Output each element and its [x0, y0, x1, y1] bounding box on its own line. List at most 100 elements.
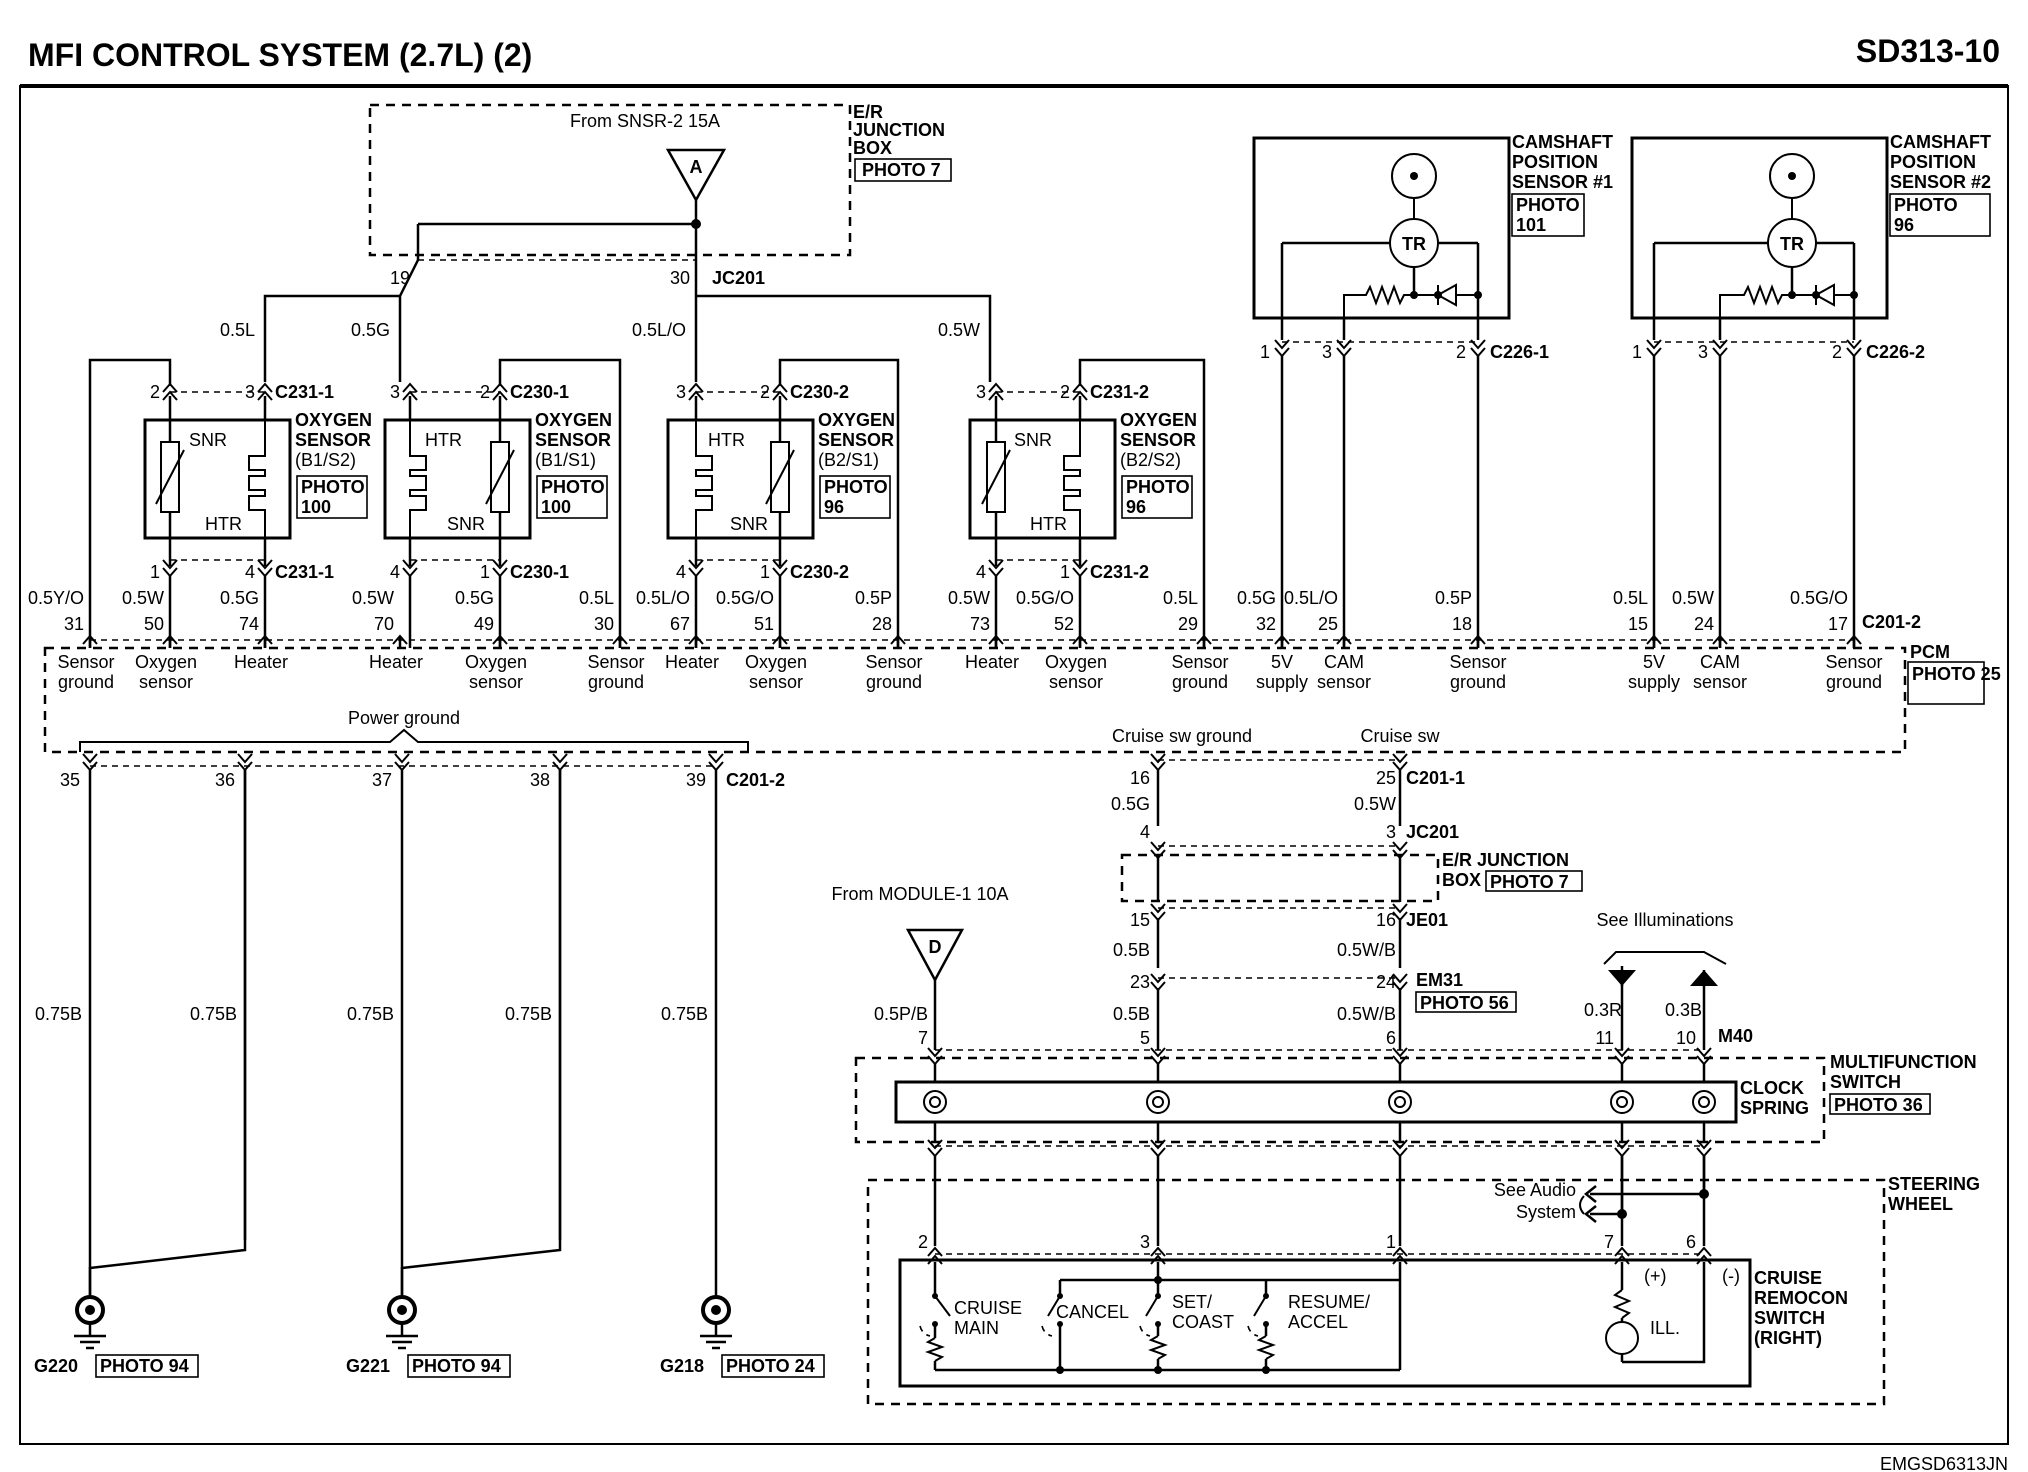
clock-spring-coil-icon — [1692, 1090, 1716, 1114]
wire-color: 0.5W — [122, 588, 164, 608]
pcm-photo: PHOTO 25 — [1912, 664, 2001, 684]
pin-number: 3 — [976, 382, 986, 402]
sensor-element-slash — [485, 449, 515, 505]
pin-number: 70 — [374, 614, 394, 634]
cruise-jc201: JC201 — [1406, 822, 1459, 842]
connector-mark — [257, 559, 273, 570]
photo-ref-box — [819, 475, 891, 519]
connector-mark — [1072, 559, 1088, 570]
je-pin-16: 16 — [1376, 910, 1396, 930]
er-photo-box — [854, 158, 952, 182]
cruise-main-label-2: MAIN — [954, 1318, 999, 1338]
pin-number: 38 — [530, 770, 550, 790]
jc-connector: JC201 — [712, 268, 765, 288]
cruise-pcm-pin-25: 25 — [1376, 768, 1396, 788]
cancel-label: CANCEL — [1056, 1302, 1129, 1322]
diode — [1414, 283, 1478, 307]
multifunction-label-1: MULTIFUNCTION — [1830, 1052, 1977, 1072]
pin-number: 1 — [760, 562, 770, 582]
wire-color: 0.5W — [352, 588, 394, 608]
pin-number: 1 — [150, 562, 160, 582]
sensor-ground-wire — [88, 358, 172, 648]
pin-number: 3 — [245, 382, 255, 402]
see-illuminations: See Illuminations — [1596, 910, 1733, 930]
connector-mark — [1696, 1254, 1712, 1265]
m40-pin-11: 11 — [1595, 1028, 1614, 1048]
photo-ref-label: PHOTO — [1894, 195, 1958, 215]
pin-number: 17 — [1828, 614, 1848, 634]
element-label-top: HTR — [708, 430, 745, 450]
pin-number: 49 — [474, 614, 494, 634]
cruise-pcm-conn: C201-1 — [1406, 768, 1465, 788]
wire-color: 0.5L — [579, 588, 614, 608]
pin-number: 24 — [1694, 614, 1714, 634]
pin-number: 2 — [150, 382, 160, 402]
er-junction-box: From SNSR-2 15A E/R JUNCTION BOX PHOTO 7… — [368, 102, 952, 288]
sw-pin-2: 2 — [918, 1232, 928, 1252]
er-box-label-2: JUNCTION — [853, 120, 945, 140]
wire-color: 0.5L/O — [1284, 588, 1338, 608]
wire-color: 0.5P — [1435, 588, 1472, 608]
cruise-sw-ground-label: Cruise sw ground — [1112, 726, 1252, 746]
remocon-label-2: REMOCON — [1754, 1288, 1848, 1308]
pin-number: 4 — [245, 562, 255, 582]
photo-ref-box — [1889, 193, 1991, 237]
pcm-func-2: ground — [866, 672, 922, 692]
m40-pin-5: 5 — [1140, 1028, 1150, 1048]
element-label-top: HTR — [425, 430, 462, 450]
pin-number: 50 — [144, 614, 164, 634]
ill-label: ILL. — [1650, 1318, 1680, 1338]
clock-spring-photo: PHOTO 36 — [1834, 1095, 1923, 1115]
pcm-ground-pin-35: 350.75B — [35, 753, 98, 1240]
connector-mark — [1392, 1047, 1408, 1058]
pcm-func-1: Oxygen — [135, 652, 197, 672]
pin-number: 2 — [760, 382, 770, 402]
heater-coil — [1063, 420, 1081, 538]
element-label-bottom: HTR — [1030, 514, 1067, 534]
er-box-2-photo: PHOTO 7 — [1490, 872, 1569, 892]
connector-id: C230-1 — [510, 562, 569, 582]
pin-number: 73 — [970, 614, 990, 634]
triangle-a-label: A — [690, 157, 703, 177]
connector-mark — [1696, 1139, 1712, 1150]
pcm-func-1: CAM — [1324, 652, 1364, 672]
wire-color: 0.5G/O — [1790, 588, 1848, 608]
connector-mark — [1150, 903, 1166, 914]
heater-coil — [695, 420, 713, 538]
connector-mark — [1150, 973, 1166, 984]
pcm-conn-top: C201-2 — [1862, 612, 1921, 632]
page-title: MFI CONTROL SYSTEM (2.7L) (2) — [28, 37, 532, 73]
cruise-main-label-1: CRUISE — [954, 1298, 1022, 1318]
sensor-title-1: OXYGEN — [535, 410, 612, 430]
cruise-control-circuit: 16 25 C201-1 0.5G 0.5W 4 3 JC201 E/R JUN… — [831, 753, 1980, 1406]
ground-name: G220 — [34, 1356, 78, 1376]
pin-number: 29 — [1178, 614, 1198, 634]
photo-ref-number: 96 — [824, 497, 844, 517]
connector-mark — [162, 559, 178, 570]
module-from-label: From MODULE-1 10A — [831, 884, 1008, 904]
multifunction-label-2: SWITCH — [1830, 1072, 1901, 1092]
sensor-sub: (B2/S1) — [818, 450, 879, 470]
camshaft-sensor-body — [1630, 136, 1889, 320]
connector-mark — [492, 559, 508, 570]
photo-ref-number: 100 — [301, 497, 331, 517]
pcm-func-1: Heater — [665, 652, 719, 672]
set-coast-switch-icon — [1145, 1295, 1159, 1317]
sensor-title-2: SENSOR — [295, 430, 371, 450]
pin-number: 4 — [676, 562, 686, 582]
er-box-label-3: BOX — [853, 138, 892, 158]
pcm-func-1: 5V — [1643, 652, 1665, 672]
oxygen-sensor-body — [666, 418, 815, 540]
je-pin-15: 15 — [1130, 910, 1150, 930]
wire-color: 0.5G — [220, 588, 259, 608]
